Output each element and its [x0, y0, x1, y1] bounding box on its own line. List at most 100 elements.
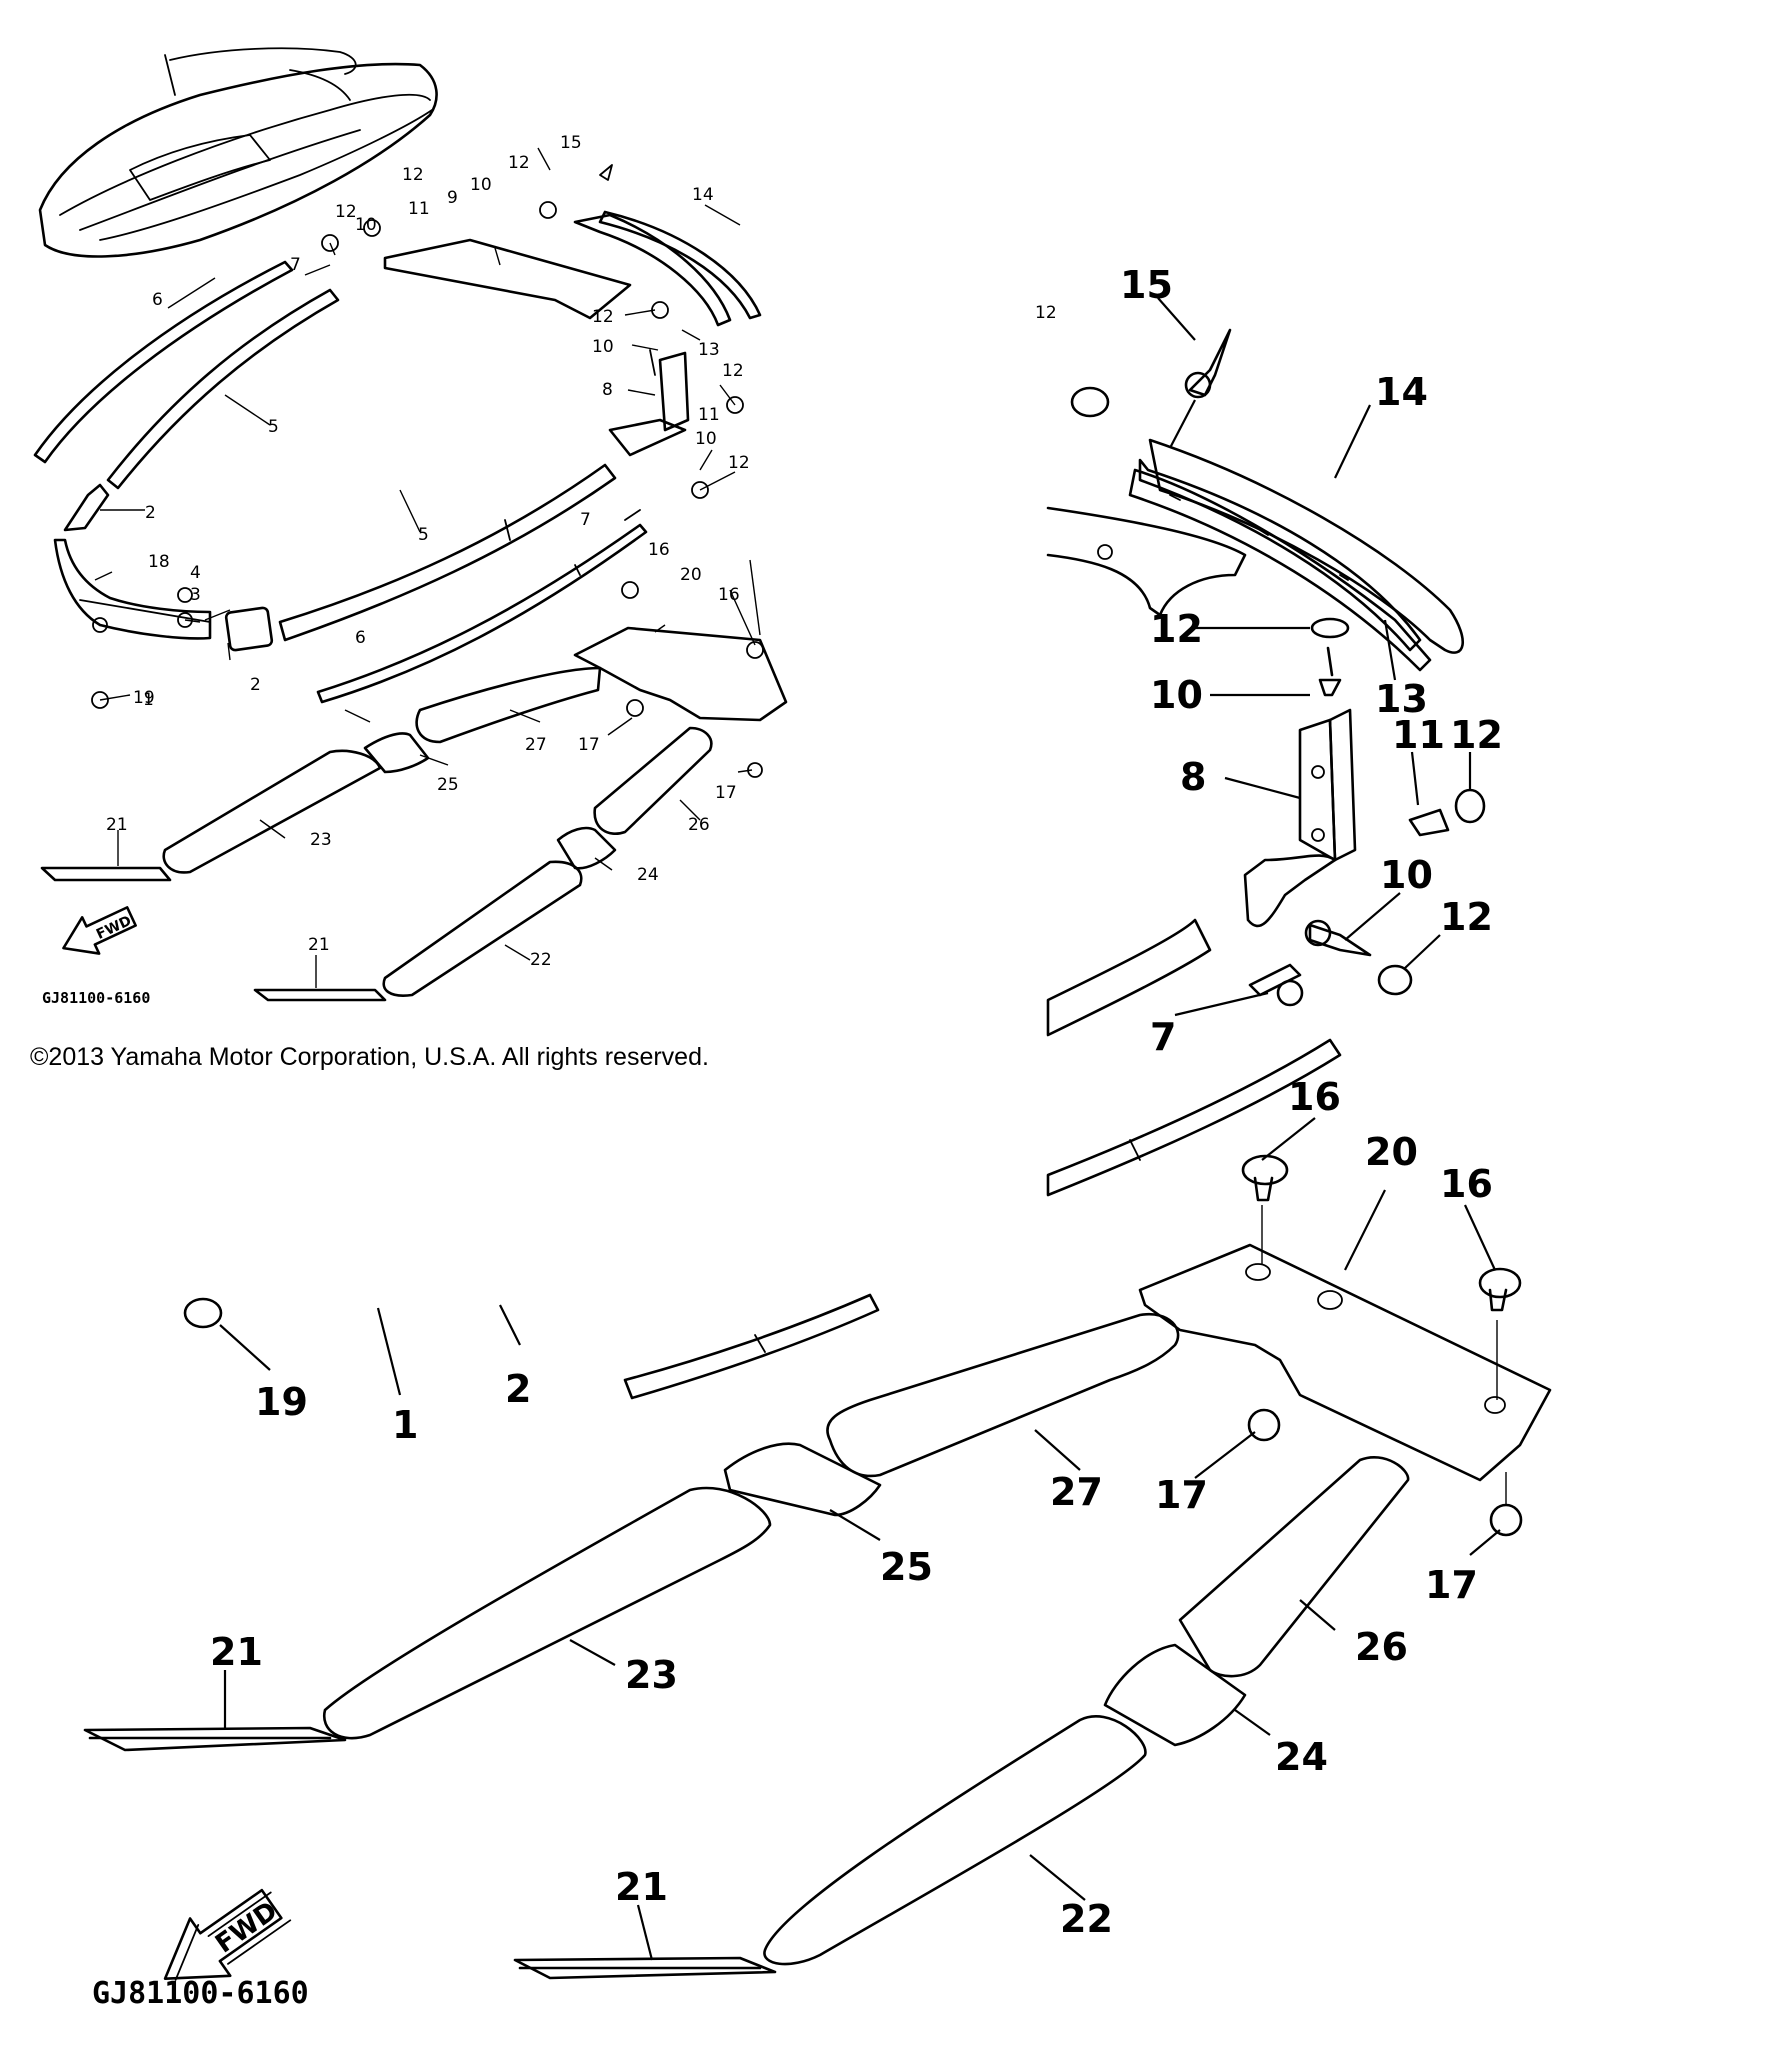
overview-diagram: 1 2 2 3 4 5 5 6 6 7 7 8 9 10 10 10 10 11… [30, 47, 788, 1071]
callout-12: 12 [592, 307, 614, 327]
callout-13: 13 [698, 340, 720, 360]
pad-22 [763, 1715, 1147, 1966]
pad-21-left [83, 1726, 347, 1752]
callout-10: 10 [592, 337, 614, 357]
callout-7: 7 [1150, 1015, 1176, 1059]
callout-12: 12 [1440, 895, 1493, 939]
pad-25 [723, 1442, 882, 1517]
callout-8: 8 [602, 380, 613, 400]
copyright-notice: ©2013 Yamaha Motor Corporation, U.S.A. A… [30, 1043, 709, 1071]
pad-26 [1178, 1456, 1410, 1678]
callout-6: 6 [355, 628, 366, 648]
callout-10: 10 [695, 429, 717, 449]
callout-2: 2 [250, 675, 261, 695]
detail-view-stern-rails: 15 14 12 10 13 8 11 12 10 12 7 12 [1035, 263, 1503, 1197]
callout-7: 7 [580, 510, 591, 530]
callout-12: 12 [1035, 303, 1057, 323]
callout-17: 17 [578, 735, 600, 755]
callout-14: 14 [692, 185, 714, 205]
callout-16: 16 [1288, 1075, 1341, 1119]
callout-10: 10 [355, 215, 377, 235]
callout-20: 20 [1365, 1130, 1418, 1174]
gunwale-rails [33, 260, 648, 704]
callout-12: 12 [335, 202, 357, 222]
overview-leader-lines [94, 147, 761, 988]
callout-24: 24 [637, 865, 659, 885]
callout-8: 8 [1180, 755, 1206, 799]
pad-23 [322, 1486, 772, 1740]
callout-11: 11 [698, 405, 720, 425]
callout-13: 13 [1375, 677, 1428, 721]
detail-leader-lines [1157, 297, 1472, 1017]
callout-5: 5 [418, 525, 429, 545]
callout-12: 12 [722, 361, 744, 381]
pad-24 [1103, 1643, 1247, 1747]
callout-22: 22 [1060, 1897, 1113, 1941]
detail-mats-leaders [223, 1117, 1501, 1961]
callout-16: 16 [718, 585, 740, 605]
callout-21: 21 [615, 1865, 668, 1909]
callout-14: 14 [1375, 370, 1428, 414]
callout-25: 25 [880, 1545, 933, 1589]
callout-17: 17 [715, 783, 737, 803]
callout-11: 11 [408, 199, 430, 219]
callout-25: 25 [437, 775, 459, 795]
detail-view-mats: 19 1 2 16 20 16 27 17 17 25 26 21 23 24 … [83, 1075, 1552, 2011]
callout-19: 19 [255, 1380, 308, 1424]
callout-10: 10 [470, 175, 492, 195]
overview-callouts: 1 2 2 3 4 5 5 6 6 7 7 8 9 10 10 10 10 11… [106, 133, 750, 970]
callout-2: 2 [505, 1367, 531, 1411]
detail-fasteners-mats [1241, 1154, 1523, 1537]
callout-19: 19 [133, 688, 155, 708]
callout-23: 23 [625, 1653, 678, 1697]
callout-17: 17 [1155, 1473, 1208, 1517]
bow-bumper [53, 483, 274, 652]
callout-15: 15 [1120, 263, 1173, 307]
callout-6: 6 [152, 290, 163, 310]
pad-21-right [513, 1956, 777, 1980]
callout-21: 21 [308, 935, 330, 955]
watercraft-illustration [38, 47, 438, 258]
callout-12: 12 [1150, 607, 1203, 651]
callout-22: 22 [530, 950, 552, 970]
fastener-hardware [91, 164, 764, 778]
svg-text:FWD: FWD [94, 913, 134, 943]
callout-18: 18 [148, 552, 170, 572]
callout-15: 15 [560, 133, 582, 153]
callout-16: 16 [1440, 1162, 1493, 1206]
callout-3: 3 [190, 585, 201, 605]
callout-21: 21 [106, 815, 128, 835]
callout-1: 1 [392, 1403, 418, 1447]
callout-12: 12 [508, 153, 530, 173]
callout-24: 24 [1275, 1735, 1328, 1779]
callout-23: 23 [310, 830, 332, 850]
callout-17: 17 [1425, 1563, 1478, 1607]
diagram-code-large: GJ81100-6160 [92, 1976, 309, 2011]
mat-pads-overview [40, 626, 788, 1002]
callout-1: 1 [143, 690, 154, 710]
callout-27: 27 [525, 735, 547, 755]
callout-26: 26 [1355, 1625, 1408, 1669]
callout-27: 27 [1050, 1470, 1103, 1514]
callout-21: 21 [210, 1630, 263, 1674]
callout-4: 4 [190, 563, 201, 583]
detail-fasteners [1070, 328, 1486, 1007]
callout-16: 16 [648, 540, 670, 560]
callout-26: 26 [688, 815, 710, 835]
callout-7: 7 [290, 255, 301, 275]
pad-27 [826, 1312, 1180, 1478]
pad-20 [1138, 1243, 1552, 1482]
callout-2: 2 [145, 503, 156, 523]
callout-10: 10 [1150, 673, 1203, 717]
callout-12: 12 [1450, 713, 1503, 757]
diagram-code: GJ81100-6160 [42, 989, 150, 1007]
stern-rails [383, 210, 762, 457]
callout-12: 12 [728, 453, 750, 473]
callout-12: 12 [402, 165, 424, 185]
callout-10: 10 [1380, 853, 1433, 897]
callout-11: 11 [1392, 713, 1445, 757]
callout-5: 5 [268, 417, 279, 437]
callout-9: 9 [447, 188, 458, 208]
callout-20: 20 [680, 565, 702, 585]
